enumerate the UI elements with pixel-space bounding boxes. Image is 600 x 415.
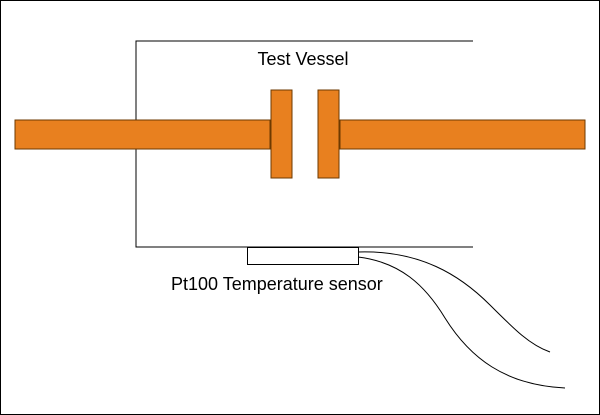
left-electrode-plate: [270, 89, 293, 179]
right-electrode-rod: [339, 119, 586, 150]
pt100-sensor: [247, 247, 359, 265]
right-electrode-plate: [317, 89, 340, 179]
left-electrode-rod: [14, 119, 271, 150]
pt100-sensor-label: Pt100 Temperature sensor: [171, 274, 383, 294]
sensor-wire-upper: [357, 251, 551, 353]
sensor-wire-lower: [357, 256, 566, 389]
test-vessel-label: Test Vessel: [257, 49, 348, 69]
